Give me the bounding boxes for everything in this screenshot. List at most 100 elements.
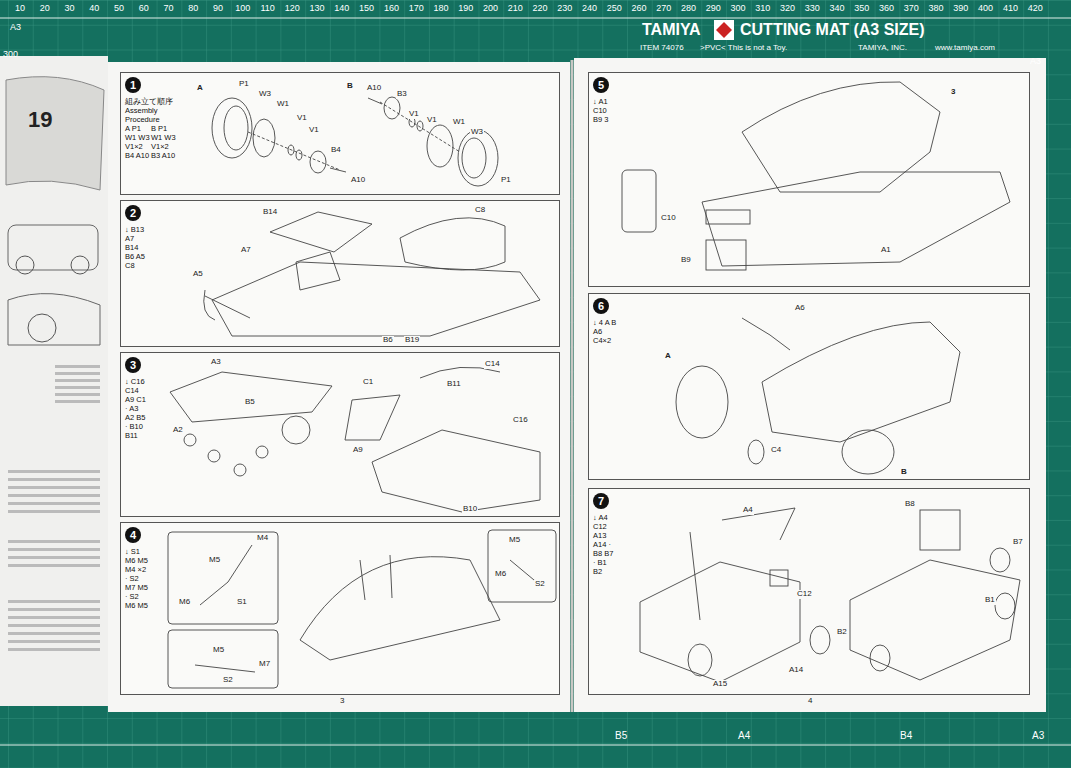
part-callout: B8: [904, 500, 916, 509]
part-callout: B3: [396, 90, 408, 99]
part-callout: M5: [212, 646, 225, 655]
part-callout: A9: [352, 446, 364, 455]
part-callout: A: [664, 352, 672, 361]
part-callout: A10: [350, 176, 366, 185]
parts-list: ↓ A1 C10 B9 3: [593, 97, 657, 124]
ruler-number: 240: [582, 4, 597, 14]
part-callout: A4: [742, 506, 754, 515]
step-number: 2: [125, 205, 141, 221]
part-callout: M6: [494, 570, 507, 579]
ruler-number: 360: [879, 4, 894, 14]
part-callout: M5: [208, 556, 221, 565]
ruler-number: 290: [706, 4, 721, 14]
ruler-number: 170: [409, 4, 424, 14]
ruler-number: 340: [830, 4, 845, 14]
ruler-number: 10: [15, 4, 25, 14]
mat-text: A4: [738, 730, 750, 741]
ruler-number: 150: [359, 4, 374, 14]
parts-list-text: 組み立て順序 Assembly Procedure: [125, 97, 187, 124]
ruler-number: 300: [731, 4, 746, 14]
parts-list-text: A P1 W1 W3 V1×2 B4 A10: [125, 124, 151, 160]
ruler-number: 50: [114, 4, 124, 14]
parts-list: ↓ 4 A B A6 C4×2: [593, 318, 657, 345]
ruler-number: 140: [334, 4, 349, 14]
mat-text: >PVC< This is not a Toy.: [700, 44, 787, 53]
part-callout: S2: [222, 676, 234, 685]
paper-pages: [0, 56, 1046, 712]
step-number: 6: [593, 298, 609, 314]
step-panel: 6 ↓ 4 A B A6 C4×2: [588, 293, 1030, 480]
part-callout: B: [900, 468, 908, 477]
ruler-number: 200: [483, 4, 498, 14]
part-callout: B14: [262, 208, 278, 217]
part-callout: V1: [426, 116, 438, 125]
mat-text: A3: [10, 23, 21, 33]
part-callout: C4: [770, 446, 782, 455]
parts-list-text: ↓ 4 A B A6 C4×2: [593, 318, 617, 345]
parts-list: ↓ B13 A7 B14 B6 A5 C8: [125, 225, 189, 270]
parts-list-text: ↓ B13 A7 B14 B6 A5 C8: [125, 225, 147, 270]
ruler-number: 230: [557, 4, 572, 14]
mat-text: www.tamiya.com: [935, 44, 995, 53]
part-callout: B9: [680, 256, 692, 265]
ruler-number: 270: [656, 4, 671, 14]
part-drawings: [168, 82, 1020, 688]
part-callout: B5: [244, 398, 256, 407]
part-callout: S1: [236, 598, 248, 607]
ruler-number: 180: [433, 4, 448, 14]
part-callout: V1: [308, 126, 320, 135]
part-callout: B4: [330, 146, 342, 155]
ruler-number: 320: [780, 4, 795, 14]
ruler-number: 70: [164, 4, 174, 14]
part-callout: P1: [500, 176, 512, 185]
part-callout: A1: [880, 246, 892, 255]
part-callout: W3: [258, 90, 272, 99]
mat-text: TAMIYA, INC.: [858, 44, 907, 53]
part-callout: B19: [404, 336, 420, 345]
part-callout: A6: [794, 304, 806, 313]
step-number: 4: [125, 527, 141, 543]
part-callout: B10: [462, 505, 478, 514]
step-number: 5: [593, 77, 609, 93]
ruler-number: 250: [607, 4, 622, 14]
step-panel: 2 ↓ B13 A7 B14 B6 A5 C8: [120, 200, 560, 347]
part-callout: M7: [258, 660, 271, 669]
ruler-number: 260: [631, 4, 646, 14]
panel-grounds: [120, 72, 1030, 695]
parts-list: 組み立て順序 Assembly ProcedureA P1 W1 W3 V1×2…: [125, 97, 189, 160]
parts-list-text: ↓ S1 M6 M5 M4 ×2 · S2 M7 M5 · S2 M6 M5: [125, 547, 149, 610]
parts-list-text: ↓ A1 C10 B9 3: [593, 97, 615, 124]
step-panel: 4 ↓ S1 M6 M5 M4 ×2 · S2 M7 M5 · S2 M6 M5: [120, 522, 560, 695]
ruler-number: 350: [854, 4, 869, 14]
part-callout: P1: [238, 80, 250, 89]
part-callout: V1: [408, 110, 420, 119]
ruler-number: 210: [508, 4, 523, 14]
part-callout: W1: [452, 118, 466, 127]
mat-text: 300: [3, 50, 18, 60]
part-callout: A15: [712, 680, 728, 689]
step-number: 7: [593, 493, 609, 509]
step-panel: 1組み立て順序 Assembly ProcedureA P1 W1 W3 V1×…: [120, 72, 560, 195]
part-callout: A3: [210, 358, 222, 367]
ruler-number: 380: [929, 4, 944, 14]
part-callout: M6: [178, 598, 191, 607]
part-callout: M5: [508, 536, 521, 545]
mat-text: CUTTING MAT (A3 SIZE): [740, 21, 925, 39]
part-callout: A5: [192, 270, 204, 279]
ruler-number: 190: [458, 4, 473, 14]
ruler-number: 400: [978, 4, 993, 14]
parts-list-text: B P1 W1 W3 V1×2 B3 A10: [151, 124, 177, 160]
ruler-number: 330: [805, 4, 820, 14]
ruler-number: 80: [188, 4, 198, 14]
ruler-number: 20: [40, 4, 50, 14]
part-callout: V1: [296, 114, 308, 123]
mat-text: B5: [615, 730, 627, 741]
ruler-number: 60: [139, 4, 149, 14]
mat-text: 19: [28, 108, 52, 132]
ruler-number: 90: [213, 4, 223, 14]
mat-text: ITEM 74076: [640, 44, 684, 53]
parts-list: ↓ A4 C12 A13 A14 · B8 B7 · B1 B2: [593, 513, 657, 576]
part-callout: A10: [366, 84, 382, 93]
ruler-number: 30: [65, 4, 75, 14]
